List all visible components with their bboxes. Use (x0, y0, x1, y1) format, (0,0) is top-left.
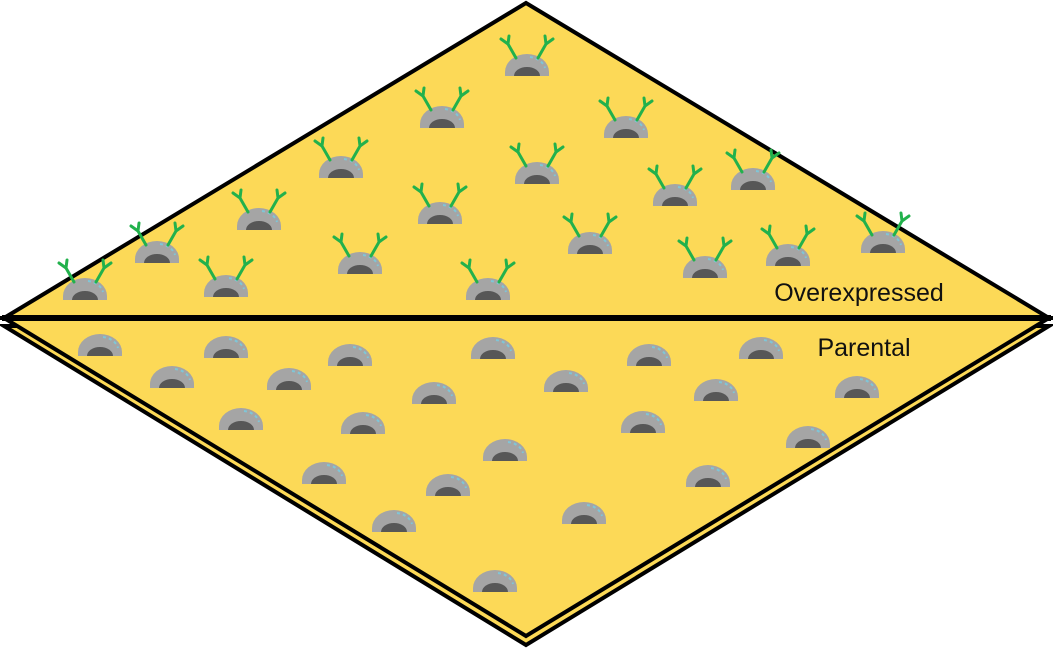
parental-label: Parental (817, 334, 910, 362)
overexpressed-surface (0, 0, 1053, 320)
overexpressed-label: Overexpressed (774, 279, 944, 307)
parental-surface (0, 316, 1053, 639)
